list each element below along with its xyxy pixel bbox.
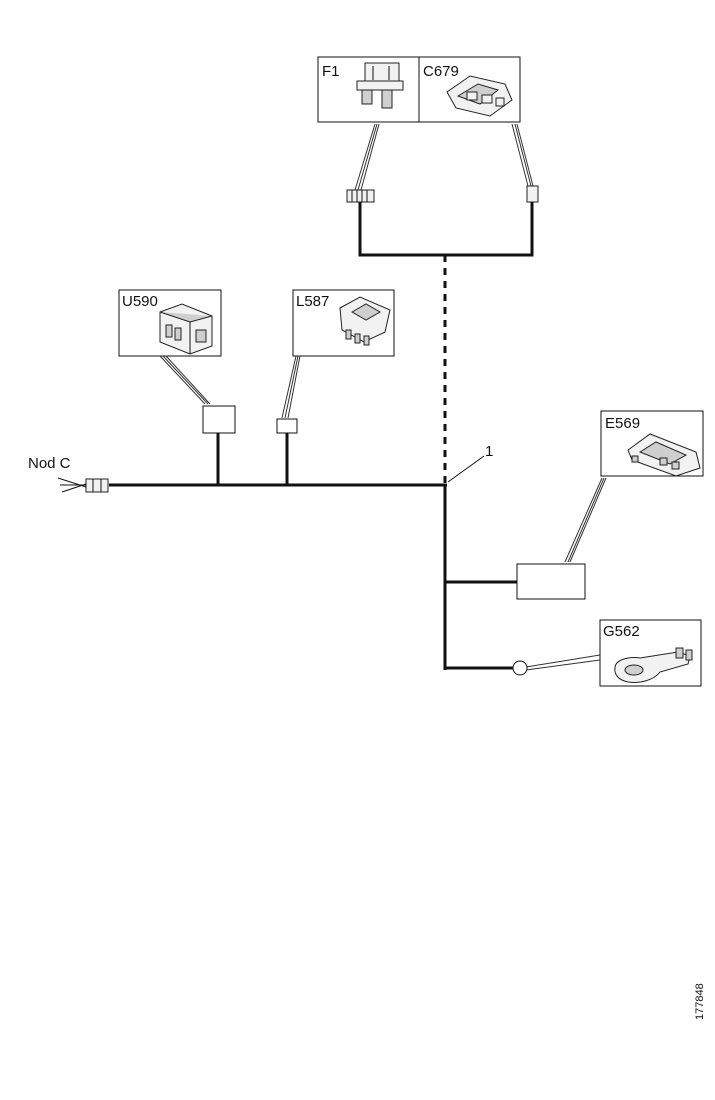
component-f1-label: F1 [322,63,340,80]
upper-branch [346,185,539,484]
ground-eyelet-icon [614,647,693,683]
l587-connector [276,418,298,434]
g562-ring-terminal [512,660,528,676]
c679-connector [526,185,539,203]
component-e569: E569 [600,410,704,477]
harness-connectors [85,405,586,676]
node-c: Nod C [28,455,87,493]
component-c679-label: C679 [423,63,459,80]
leader-lines [159,123,607,671]
fuse-icon [356,62,404,109]
component-f1: F1 [317,56,420,123]
component-g562: G562 [599,619,702,687]
component-c679: C679 [418,56,521,123]
module-connector-icon [159,303,213,355]
callout-1: 1 [447,443,493,483]
connector-icon [446,75,513,117]
node-c-connector [85,478,109,493]
lamp-connector-icon [627,433,701,477]
switch-connector-icon [339,296,391,346]
callout-1-label: 1 [485,443,493,460]
e569-connector [516,563,586,600]
main-harness [109,432,517,670]
component-l587-label: L587 [296,293,329,310]
component-l587: L587 [292,289,395,357]
node-c-label: Nod C [28,455,71,472]
u590-connector [202,405,236,434]
component-u590-label: U590 [122,293,158,310]
component-e569-label: E569 [605,415,640,432]
figure-id: 177848 [694,983,706,1020]
upper-harness-loop [358,202,534,257]
callout-1-leader [447,455,485,483]
fuse-holder-connector [346,189,375,203]
component-u590: U590 [118,289,222,357]
component-g562-label: G562 [603,623,640,640]
